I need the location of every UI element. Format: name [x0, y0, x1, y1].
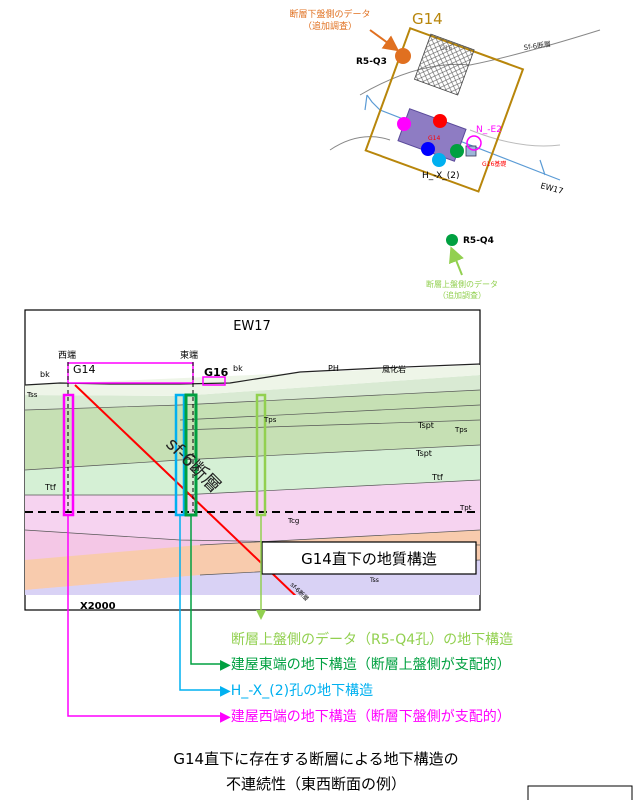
tcg-label: Tcg	[287, 517, 299, 525]
x2000-label: X2000	[80, 601, 116, 612]
leader-r5q4-arrowhead	[256, 610, 266, 620]
road-line	[329, 136, 391, 151]
borehole-blue	[421, 142, 435, 156]
ew17-map-label: EW17	[539, 181, 564, 196]
map-title-g14: G14	[412, 10, 443, 28]
r5q3-label: R5-Q3	[356, 57, 387, 67]
caption-line-1: G14直下に存在する断層による地下構造の	[173, 750, 458, 768]
arrow-lower-data	[369, 29, 400, 52]
bk-label-1: bk	[40, 370, 50, 379]
tss-lower-label: Tss	[369, 577, 379, 584]
leader-lines	[67, 515, 266, 717]
layer-tspt	[25, 445, 480, 495]
road-line-2	[469, 129, 561, 147]
borehole-red	[433, 114, 447, 128]
borehole-nxe2	[466, 135, 482, 151]
upper-data-sub: （追加調査）	[438, 290, 486, 300]
g16-building-outline	[202, 376, 226, 386]
upper-data-label: 断層上盤側のデータ	[426, 279, 498, 289]
borehole-r5q3	[395, 48, 411, 64]
ph-label: PH	[328, 364, 339, 373]
lower-data-label: 断層下盤側のデータ	[289, 8, 370, 20]
leader-west	[67, 515, 222, 717]
layer-tss	[25, 375, 480, 410]
ps-label: Tps	[263, 416, 277, 424]
hx2-label: H_-X_(2)	[422, 171, 459, 181]
legend-upper: 断層上盤側のデータ（R5-Q4孔）の地下構造	[231, 631, 513, 648]
section-line-ew17	[364, 94, 561, 181]
ttf-label-2: Ttf	[431, 473, 443, 482]
legend-east: ▶建屋東端の地下構造（断層上盤側が支配的）	[220, 657, 511, 673]
section-title: EW17	[233, 319, 271, 334]
weathered-label: 風化岩	[382, 364, 406, 374]
borehole-magenta	[397, 117, 411, 131]
tss-label: Tss	[26, 391, 38, 399]
g16-hatched-area	[413, 33, 475, 96]
site-map: 断層下盤側のデータ （追加調査） G14 R5-Q3 G16 Sf-6断層 N_…	[289, 8, 601, 300]
borehole-cyan	[432, 153, 446, 167]
leader-east	[190, 515, 222, 665]
caption-line-2: 不連続性（東西断面の例）	[226, 775, 406, 793]
callout-box	[261, 541, 477, 575]
sf6-label: Sf-6断層	[523, 39, 552, 52]
tpt-label: Tpt	[459, 504, 472, 512]
cross-section: EW17 西端	[24, 309, 481, 612]
east-end-label: 東端	[180, 349, 198, 361]
layer-weathered	[25, 365, 480, 396]
lower-data-sub: （追加調査）	[303, 20, 357, 32]
west-end-label: 西端	[58, 349, 76, 361]
leader-hx2	[179, 515, 222, 691]
legend-west: ▶建屋西端の地下構造（断層下盤側が支配的）	[220, 709, 511, 725]
tspt-label-1: Tspt	[417, 421, 434, 430]
callout-text: G14直下の地質構造	[301, 550, 437, 568]
nxe2-label: N_-E2	[476, 125, 502, 135]
arrow-upper-data	[449, 246, 464, 276]
bk-label-2: bk	[233, 364, 243, 373]
g14-section-label: G14	[73, 363, 96, 376]
g14-small-label: G14	[428, 135, 440, 142]
corner-box	[527, 785, 633, 800]
g16-label: G16	[440, 45, 452, 52]
layer-tps	[25, 390, 480, 470]
g16-small-label: G16基礎	[482, 160, 506, 168]
fault-line-sf6	[359, 29, 601, 96]
borehole-green	[450, 144, 464, 158]
tps-label: Tps	[454, 426, 468, 434]
tspt-label-2: Tspt	[415, 449, 432, 458]
r5q4-label: R5-Q4	[463, 236, 494, 246]
g16-section-label: G16	[204, 366, 229, 379]
g16-foundation	[465, 145, 477, 157]
borehole-r5q4	[446, 234, 458, 246]
legend-hx: ▶H_-X_(2)孔の地下構造	[220, 683, 373, 699]
ttf-label-1: Ttf	[44, 483, 56, 492]
